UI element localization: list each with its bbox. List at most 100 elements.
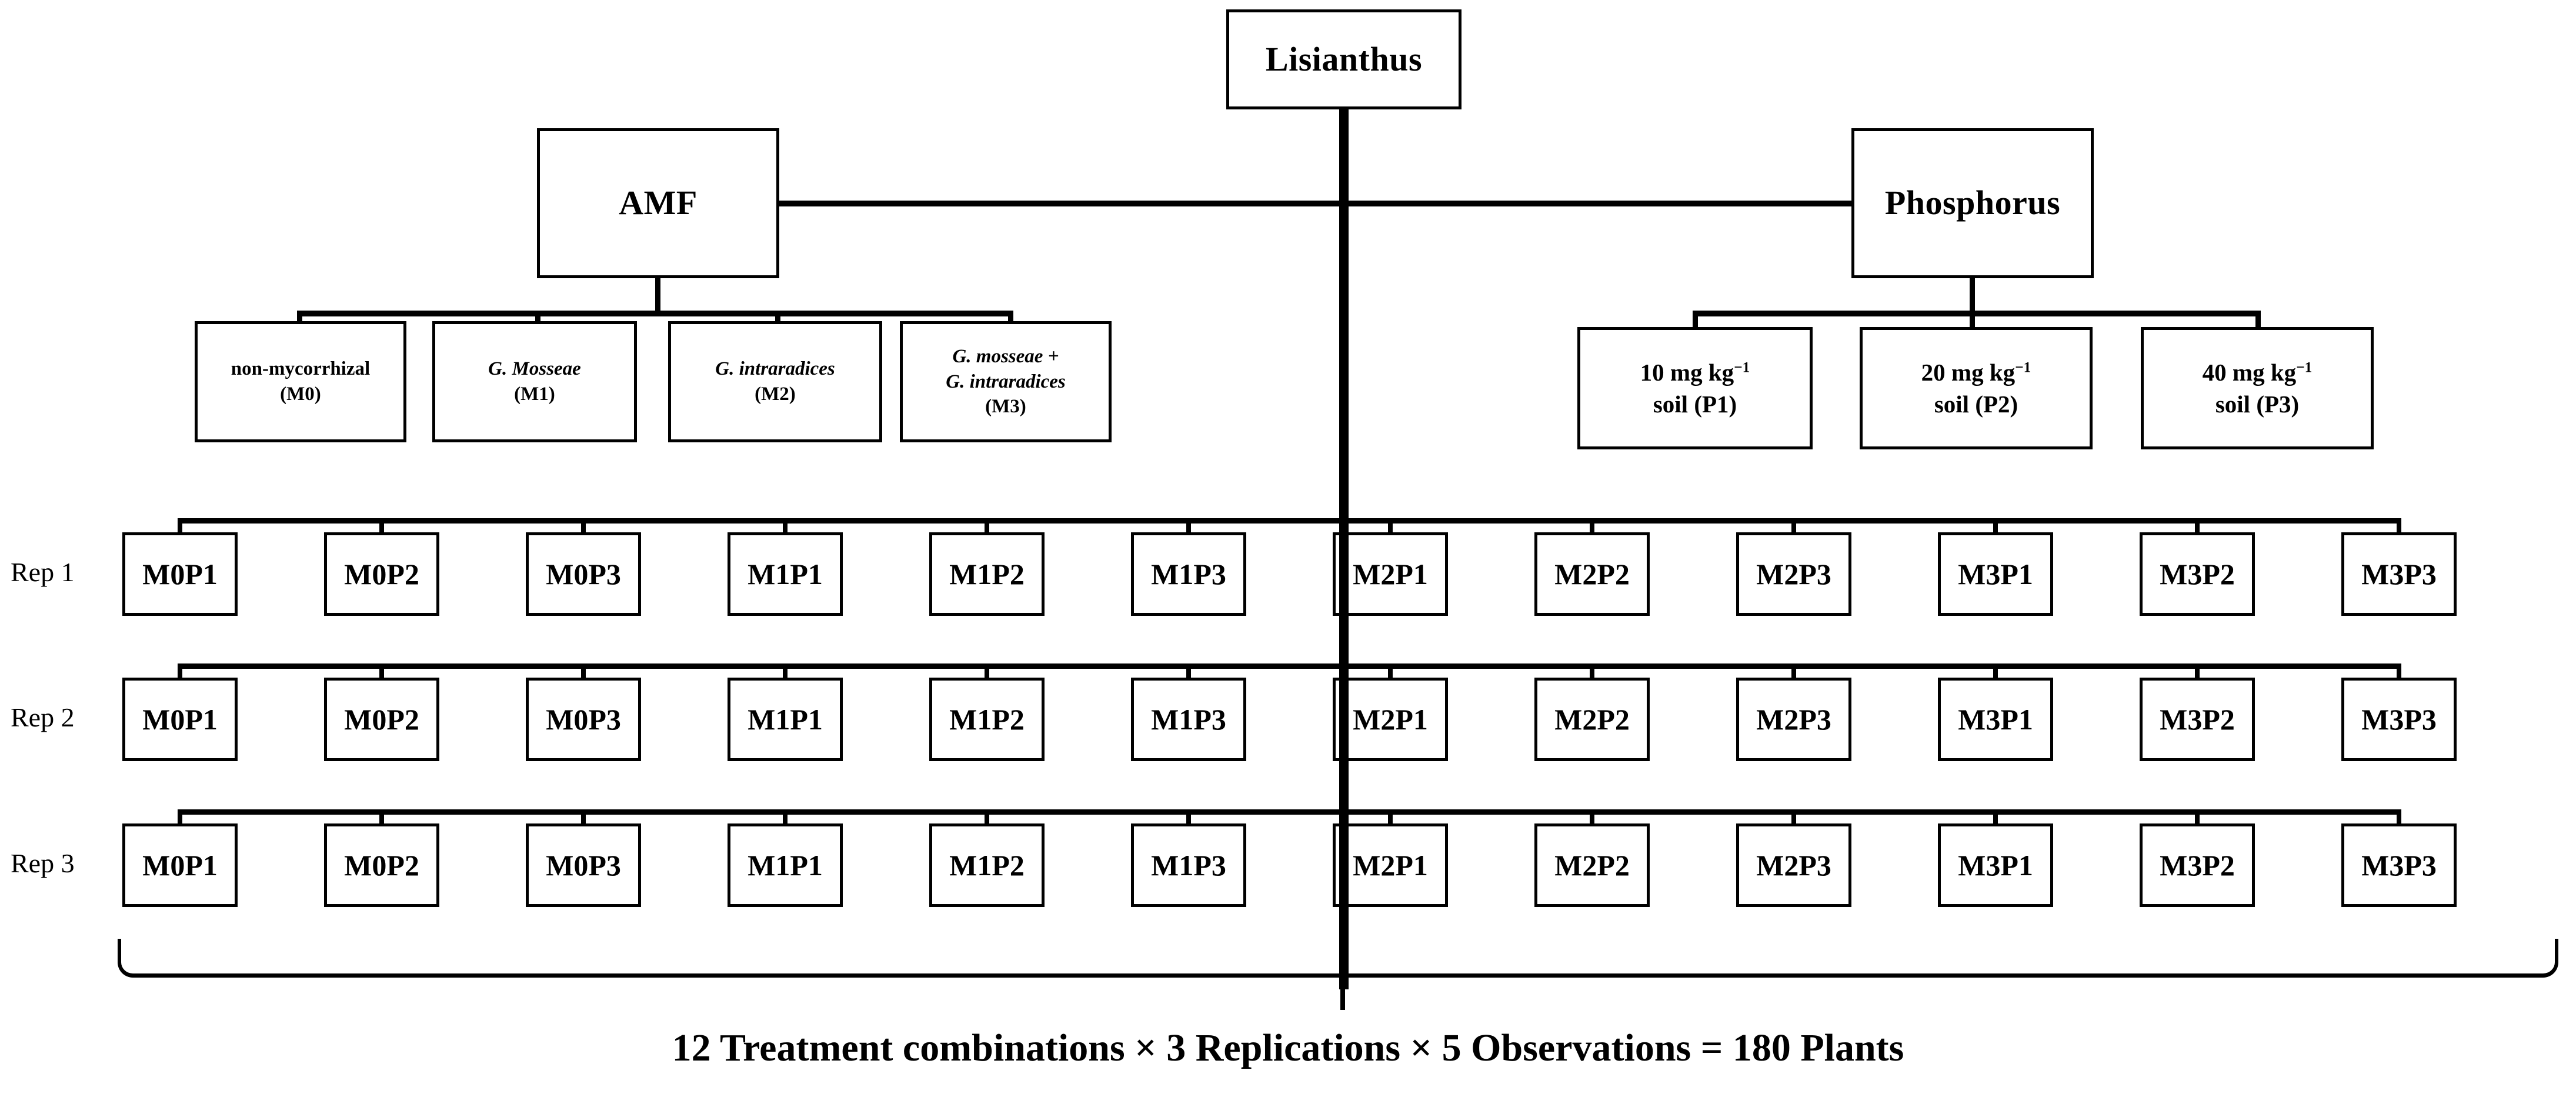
- factor-connector-line: [779, 201, 1853, 206]
- rep-3-drop-M2P2: [1590, 809, 1594, 826]
- plot-box-label: M2P1: [1353, 702, 1428, 736]
- amf-level-m0-code: (M0): [280, 384, 321, 405]
- plot-box: M2P3: [1736, 823, 1851, 907]
- phosphorus-level-box-p2: 20 mg kg−1 soil (P2): [1860, 327, 2093, 449]
- plot-box-label: M0P2: [344, 557, 419, 591]
- rep-3-drop-M3P3: [2397, 809, 2401, 826]
- plot-box: M1P2: [929, 823, 1045, 907]
- rep-2-drop-M1P2: [985, 663, 989, 680]
- bottom-bracket-stub: [1340, 973, 1345, 1010]
- plot-box-label: M3P2: [2160, 557, 2235, 591]
- plot-box-label: M3P3: [2361, 557, 2437, 591]
- phosphorus-level-p1-rate: 10: [1640, 358, 1664, 386]
- rep-2-drop-M2P2: [1590, 663, 1594, 680]
- plot-box: M3P3: [2341, 532, 2457, 616]
- root-node-lisianthus: Lisianthus: [1226, 9, 1461, 109]
- phosphorus-level-p3-line1: 40 mg kg−1: [2203, 356, 2313, 388]
- plot-box: M0P3: [526, 823, 641, 907]
- plot-box: M3P2: [2140, 678, 2255, 761]
- plot-box: M3P1: [1938, 532, 2053, 616]
- plot-box-label: M0P3: [546, 557, 621, 591]
- rep-3-drop-M1P2: [985, 809, 989, 826]
- plot-box-label: M0P1: [142, 848, 218, 882]
- plot-box-label: M1P2: [949, 702, 1025, 736]
- rep-3-bracket-bar: [180, 809, 2399, 815]
- phosphorus-level-p1-unit: mg kg: [1670, 358, 1734, 386]
- phosphorus-drop-p2: [1970, 311, 1975, 328]
- rep-2-drop-M1P1: [783, 663, 788, 680]
- plot-box: M1P3: [1131, 532, 1246, 616]
- phosphorus-level-p2-exponent: −1: [2015, 359, 2031, 376]
- amf-drop-m1: [535, 311, 540, 322]
- rep-2-drop-M2P3: [1791, 663, 1796, 680]
- plot-box-label: M2P2: [1554, 848, 1630, 882]
- amf-level-m2-line1: G. intraradices: [715, 358, 835, 380]
- plot-box-label: M1P3: [1151, 557, 1226, 591]
- phosphorus-level-p2-unit: mg kg: [1951, 358, 2016, 386]
- plot-box: M3P1: [1938, 823, 2053, 907]
- amf-fanout-bar: [297, 311, 1013, 316]
- plot-box: M0P1: [122, 823, 238, 907]
- amf-level-m2-code: (M2): [755, 384, 796, 405]
- amf-level-box-m2: G. intraradices (M2): [668, 321, 882, 442]
- plot-box-label: M2P3: [1756, 702, 1831, 736]
- amf-level-box-m1: G. Mosseae (M1): [432, 321, 637, 442]
- plot-box: M1P2: [929, 532, 1045, 616]
- rep-label-3: Rep 3: [11, 848, 75, 878]
- plot-box-label: M1P3: [1151, 702, 1226, 736]
- plot-box: M2P3: [1736, 532, 1851, 616]
- plot-box-label: M0P3: [546, 848, 621, 882]
- rep-1-bracket-bar: [180, 518, 2399, 524]
- root-node-label: Lisianthus: [1265, 39, 1423, 78]
- rep-2-bracket-bar: [180, 663, 2399, 669]
- phosphorus-level-p2-line2: soil (P2): [1934, 391, 2018, 418]
- plot-box-label: M3P1: [1958, 848, 2033, 882]
- phosphorus-level-p3-exponent: −1: [2296, 359, 2313, 376]
- plot-box-label: M2P3: [1756, 557, 1831, 591]
- plot-box-label: M1P1: [748, 848, 823, 882]
- amf-level-m1-code: (M1): [514, 384, 555, 405]
- phosphorus-stem-line: [1970, 278, 1975, 314]
- phosphorus-level-p3-unit: mg kg: [2232, 358, 2297, 386]
- phosphorus-level-box-p1: 10 mg kg−1 soil (P1): [1577, 327, 1813, 449]
- rep-3-drop-M0P3: [581, 809, 586, 826]
- plot-box: M2P3: [1736, 678, 1851, 761]
- rep-1-drop-M1P3: [1186, 518, 1191, 535]
- rep-2-drop-M0P1: [178, 663, 182, 680]
- rep-1-drop-M3P1: [1993, 518, 1998, 535]
- rep-3-drop-M0P2: [379, 809, 384, 826]
- phosphorus-fanout-bar: [1693, 311, 2261, 316]
- plot-box: M2P1: [1333, 823, 1448, 907]
- plot-box-label: M2P1: [1353, 557, 1428, 591]
- amf-level-m3-line1: G. mosseae +: [952, 345, 1059, 367]
- phosphorus-level-box-p3: 40 mg kg−1 soil (P3): [2141, 327, 2374, 449]
- factor-node-phosphorus-label: Phosphorus: [1884, 184, 2061, 222]
- plot-box-label: M3P2: [2160, 848, 2235, 882]
- rep-3-drop-M3P1: [1993, 809, 1998, 826]
- rep-3-drop-M2P3: [1791, 809, 1796, 826]
- rep-1-drop-M3P3: [2397, 518, 2401, 535]
- plot-box: M1P3: [1131, 678, 1246, 761]
- plot-box-label: M0P2: [344, 702, 419, 736]
- phosphorus-level-p1-line2: soil (P1): [1653, 391, 1737, 418]
- plot-box-label: M3P3: [2361, 702, 2437, 736]
- bottom-summary-bracket: [118, 939, 2558, 978]
- rep-2-drop-M3P1: [1993, 663, 1998, 680]
- plot-box-label: M3P3: [2361, 848, 2437, 882]
- rep-2-drop-M2P1: [1388, 663, 1393, 680]
- plot-box: M2P1: [1333, 678, 1448, 761]
- plot-box-label: M2P3: [1756, 848, 1831, 882]
- plot-box: M3P2: [2140, 823, 2255, 907]
- rep-2-drop-M3P2: [2195, 663, 2200, 680]
- rep-2-drop-M0P3: [581, 663, 586, 680]
- rep-1-drop-M0P2: [379, 518, 384, 535]
- plot-box-label: M3P1: [1958, 557, 2033, 591]
- amf-stem-line: [655, 278, 660, 314]
- plot-box: M0P3: [526, 678, 641, 761]
- plot-box-label: M2P1: [1353, 848, 1428, 882]
- plot-box: M3P3: [2341, 823, 2457, 907]
- amf-level-m0-line1: non-mycorrhizal: [231, 358, 371, 380]
- plot-box: M1P1: [728, 823, 843, 907]
- plot-box: M0P2: [324, 823, 439, 907]
- plot-box-label: M3P2: [2160, 702, 2235, 736]
